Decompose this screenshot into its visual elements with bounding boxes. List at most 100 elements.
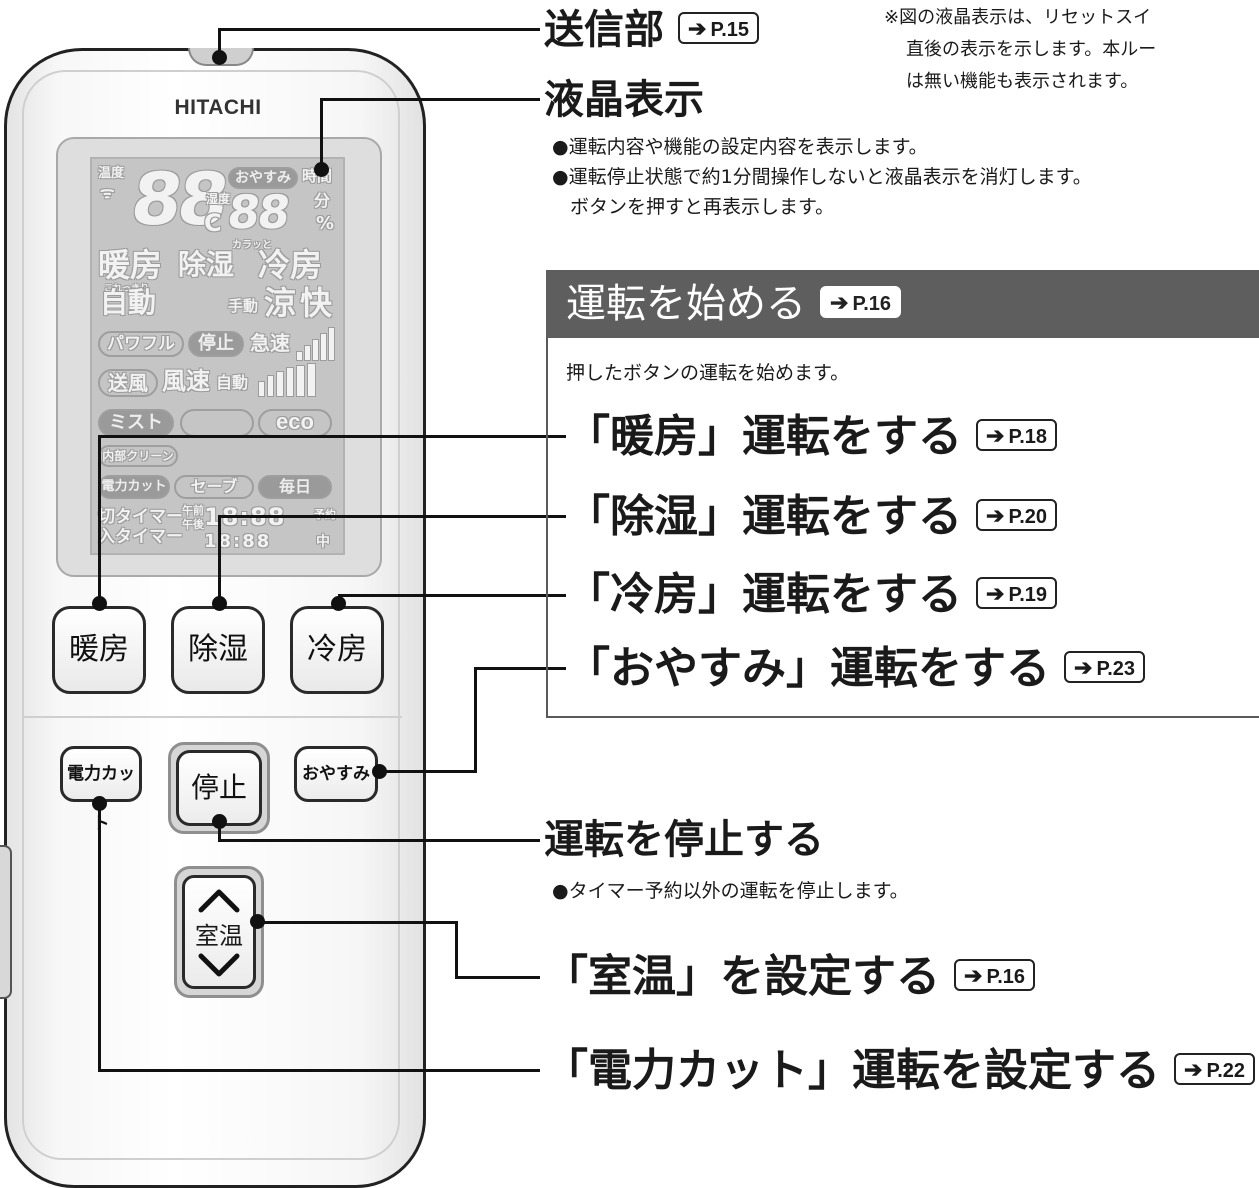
lcd-save: セーブ <box>174 475 254 499</box>
lcd-level-bar <box>304 345 311 361</box>
lcd-comfort: 快 <box>300 284 333 322</box>
leader-line <box>218 820 221 842</box>
leader-dot <box>212 814 227 829</box>
leader-dot <box>92 796 107 811</box>
dehumidify-button[interactable]: 除湿 <box>171 606 265 694</box>
lcd-level-bar <box>312 339 319 361</box>
lcd-auto: 自動 <box>100 286 157 319</box>
lcd-fan-bar <box>307 363 316 397</box>
lcd-signal-icon: ᯤ <box>100 183 115 202</box>
lcd-off-timer: 切タイマー <box>98 507 183 527</box>
lcd-on-timer: 入タイマー <box>98 527 183 547</box>
lcd-fan-bar <box>296 365 305 397</box>
room-temp-operation-label: 「室温」を設定する➔P.16 <box>544 950 1036 1004</box>
lcd-sleep-indicator: おやすみ <box>228 167 298 189</box>
lcd-internal-clean: 内部クリーン <box>98 445 178 467</box>
lcd-pm: 午後 <box>182 518 204 531</box>
leader-dot <box>314 162 329 177</box>
panel-description: 押したボタンの運転を始めます。 <box>566 362 850 384</box>
leader-dot <box>212 50 227 65</box>
lcd-heading: 液晶表示 <box>544 77 704 123</box>
sleep-button[interactable]: おやすみ <box>294 746 378 802</box>
lcd-yoyaku: 予約 <box>314 509 336 520</box>
leader-line <box>322 98 540 101</box>
page-ref-badge: ➔P.18 <box>976 419 1058 451</box>
stop-description: ●タイマー予約以外の運転を停止します。 <box>552 880 909 902</box>
chevron-down-icon[interactable] <box>198 953 240 977</box>
cool-button[interactable]: 冷房 <box>290 606 384 694</box>
lcd-cool-comfort: 涼 <box>264 284 297 322</box>
leader-line <box>258 921 458 924</box>
side-slide-cover <box>0 845 12 999</box>
lcd-powerful: パワフル <box>98 331 184 357</box>
lcd-percent: % <box>316 213 335 234</box>
lcd-fan-bar <box>276 371 284 397</box>
leader-line <box>220 515 566 518</box>
leader-line <box>98 800 101 1072</box>
lcd-level-bar <box>296 351 303 361</box>
lcd-chu: 中 <box>316 534 330 550</box>
lcd-stop: 停止 <box>188 331 244 357</box>
leader-line <box>218 515 221 603</box>
lcd-note: ※図の液晶表示は、リセットスイ 直後の表示を示します。本ルー は無い機能も表示さ… <box>884 7 1157 92</box>
leader-line <box>220 28 540 31</box>
panel-title: 運転を始める➔P.16 <box>566 274 902 334</box>
leader-dot <box>92 596 107 611</box>
dehumidify-operation-label: 「除湿」運転をする➔P.20 <box>566 490 1058 544</box>
page-ref-badge: ➔P.19 <box>976 577 1058 609</box>
lcd-daily: 毎日 <box>258 475 332 499</box>
page-ref-badge: ➔P.23 <box>1064 651 1146 683</box>
leader-line <box>98 1069 540 1072</box>
lcd-louver-icon <box>180 409 254 437</box>
leader-line <box>98 435 101 603</box>
heat-operation-label: 「暖房」運転をする➔P.18 <box>566 410 1058 464</box>
remote-inner-edge <box>22 70 400 1160</box>
chevron-up-icon[interactable] <box>198 889 240 913</box>
leader-dot <box>372 764 387 779</box>
leader-line <box>320 98 323 168</box>
page-ref-badge: ➔P.16 <box>954 959 1036 991</box>
page-ref-badge: ➔P.20 <box>976 499 1058 531</box>
room-temp-label: 室温 <box>195 922 243 950</box>
lcd-rapid: 急速 <box>250 331 290 355</box>
leader-line <box>455 921 458 979</box>
lcd-minute: 分 <box>314 191 331 210</box>
leader-line <box>476 667 566 670</box>
lcd-mist: ミスト <box>98 409 174 437</box>
power-cut-operation-label: 「電力カット」運転を設定する➔P.22 <box>544 1044 1256 1098</box>
lcd-cool: 冷房 <box>258 246 323 284</box>
cool-operation-label: 「冷房」運転をする➔P.19 <box>566 568 1058 622</box>
transmitter-heading: 送信部➔P.15 <box>544 6 760 54</box>
lcd-heat: 暖房 <box>98 246 163 284</box>
lcd-dehum: 除湿 <box>178 248 235 281</box>
leader-line <box>382 770 477 773</box>
power-cut-button[interactable]: 電力カット <box>60 746 142 834</box>
panel-header <box>546 270 1259 338</box>
lcd-karatto: カラッと <box>232 240 272 251</box>
leader-dot <box>250 914 265 929</box>
lcd-level-bar <box>328 327 335 361</box>
lcd-display: 温度 ᯤ 88 おやすみ 時間 湿度 C 88 分 % 暖房 カラッと 除湿 冷… <box>90 157 345 555</box>
lcd-level-bar <box>320 333 327 361</box>
leader-line <box>218 839 540 842</box>
lcd-fan-auto: 自動 <box>216 373 249 392</box>
leader-dot <box>331 596 346 611</box>
heat-button[interactable]: 暖房 <box>52 606 146 694</box>
leader-line <box>218 28 221 58</box>
leader-dot <box>212 596 227 611</box>
lcd-small-digits: 88 <box>224 185 292 239</box>
page-ref-badge: ➔P.22 <box>1174 1053 1256 1085</box>
lcd-celsius: C <box>204 209 222 237</box>
lcd-am: 午前 <box>182 504 204 517</box>
page-ref-badge: ➔P.15 <box>678 12 760 44</box>
stop-button[interactable]: 停止 <box>176 750 262 826</box>
lcd-temp-label: 温度 <box>98 166 125 181</box>
leader-line <box>100 435 566 438</box>
leader-line <box>474 667 477 773</box>
room-temp-rocker[interactable]: 室温 <box>182 875 256 989</box>
lcd-eco: eco <box>258 409 332 437</box>
sleep-operation-label: 「おやすみ」運転をする➔P.23 <box>566 642 1146 696</box>
remote-divider <box>24 716 402 718</box>
lcd-power-cut: 電力カット <box>98 475 170 499</box>
lcd-fan: 送風 <box>98 369 158 397</box>
